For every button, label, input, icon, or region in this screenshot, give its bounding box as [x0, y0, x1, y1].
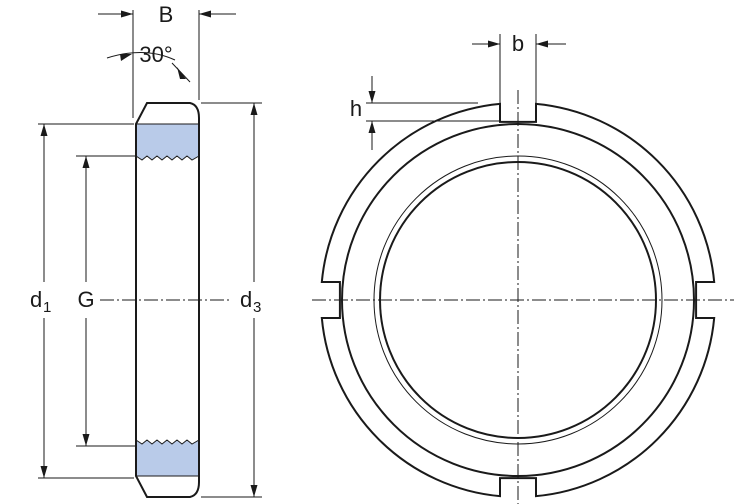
nut-outer-profile: [320, 102, 716, 498]
B-arrow-right: [199, 10, 211, 18]
d1-label: d: [30, 287, 42, 312]
side-section-view: B 30° d 1 G d 3: [30, 2, 262, 498]
B-label: B: [159, 2, 174, 27]
d3-arrow-bottom: [250, 485, 258, 497]
nut-side-outline: [135, 102, 200, 498]
thread-bottom: [135, 439, 200, 445]
d3-subscript: 3: [253, 299, 261, 316]
d1-arrow-top: [40, 124, 48, 136]
angle-label: 30°: [139, 42, 172, 67]
angle-arrow-right: [177, 67, 186, 79]
d1-arrow-bottom: [40, 466, 48, 478]
h-label: h: [350, 96, 362, 121]
section-fill-top: [136, 124, 199, 160]
G-label: G: [77, 287, 94, 312]
angle-arrow-left: [120, 54, 132, 61]
G-arrow-bottom: [82, 434, 90, 446]
b-arrow-right: [536, 40, 548, 48]
h-arrow-bottom: [368, 121, 376, 133]
section-fill-bottom: [136, 440, 199, 476]
d3-arrow-top: [250, 103, 258, 115]
d1-subscript: 1: [43, 299, 51, 316]
G-arrow-top: [82, 156, 90, 168]
angle-arc: [106, 51, 176, 61]
thread-top: [135, 155, 200, 161]
b-label: b: [512, 31, 524, 56]
front-view: b h: [312, 31, 734, 504]
b-arrow-left: [488, 40, 500, 48]
B-arrow-left: [121, 10, 133, 18]
d3-label: d: [240, 287, 252, 312]
h-arrow-top: [368, 91, 376, 103]
